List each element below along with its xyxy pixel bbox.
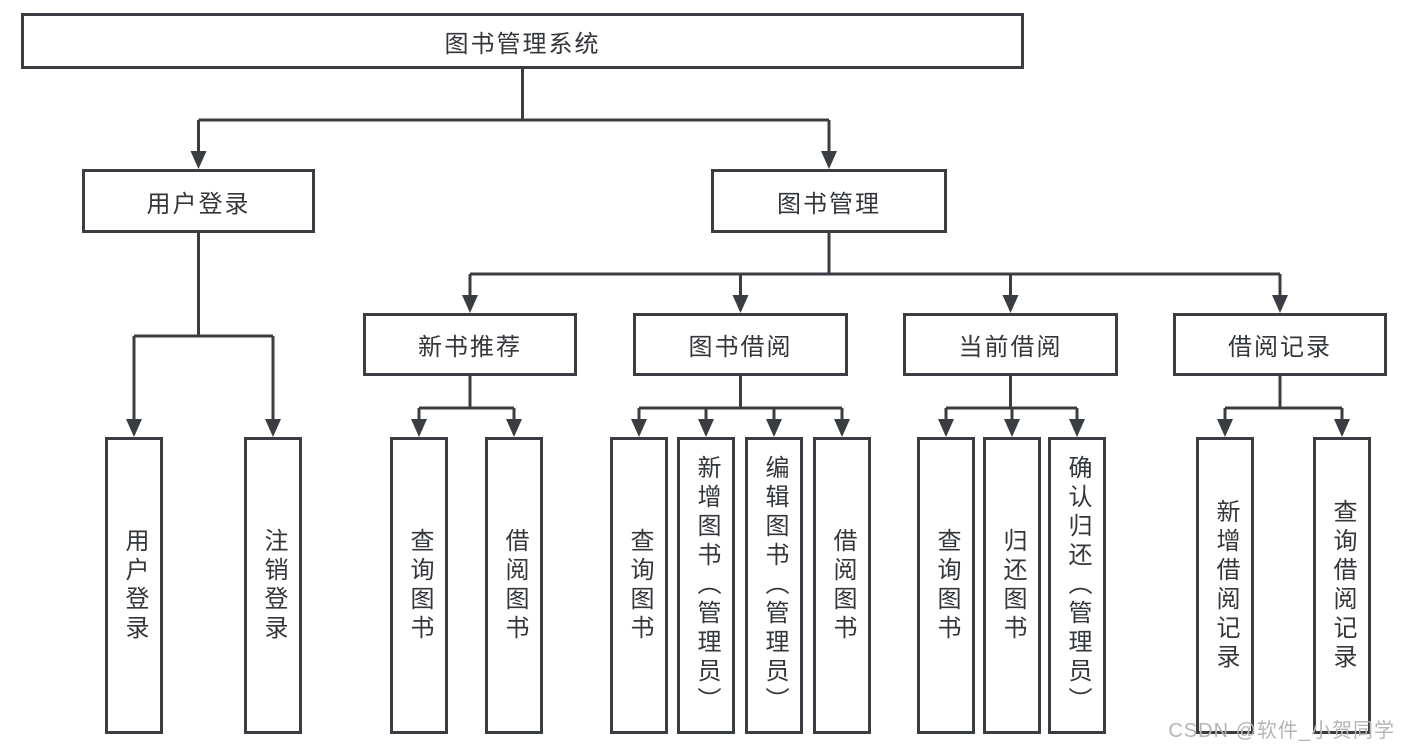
node-label: 借阅图书 — [829, 527, 856, 644]
node-book-management: 图书管理 — [711, 169, 947, 233]
leaf-query-borrow-record: 查询借阅记录 — [1313, 437, 1371, 734]
leaf-add-borrow-record: 新增借阅记录 — [1196, 437, 1254, 734]
node-label: 编辑图书（管理员） — [761, 455, 788, 716]
leaf-query-books-borrow: 查询图书 — [610, 437, 668, 734]
node-label: 确认归还（管理员） — [1064, 455, 1091, 716]
leaf-query-books-current: 查询图书 — [917, 437, 975, 734]
node-label: 图书管理 — [777, 190, 881, 218]
node-label: 新增借阅记录 — [1212, 498, 1239, 673]
node-label: 新增图书（管理员） — [693, 455, 720, 716]
leaf-return-book: 归还图书 — [983, 437, 1041, 734]
node-label: 图书管理系统 — [444, 30, 601, 58]
csdn-watermark: CSDN @软件_小贺同学 — [1168, 720, 1395, 742]
leaf-borrow-books-recommend: 借阅图书 — [485, 437, 543, 734]
leaf-confirm-return-admin: 确认归还（管理员） — [1048, 437, 1106, 734]
leaf-logout: 注销登录 — [244, 437, 302, 734]
node-label: 归还图书 — [999, 527, 1026, 644]
leaf-add-book-admin: 新增图书（管理员） — [677, 437, 735, 734]
node-current-borrowing: 当前借阅 — [903, 313, 1118, 376]
node-library-management-system: 图书管理系统 — [21, 13, 1024, 69]
node-new-book-recommendation: 新书推荐 — [363, 313, 577, 376]
node-borrowing-records: 借阅记录 — [1173, 313, 1387, 376]
node-label: 查询借阅记录 — [1329, 498, 1356, 673]
leaf-user-login: 用户登录 — [105, 437, 163, 734]
node-label: 用户登录 — [146, 190, 251, 218]
node-label: 查询图书 — [626, 527, 653, 644]
node-label: 用户登录 — [121, 527, 148, 644]
node-book-borrowing: 图书借阅 — [633, 313, 848, 376]
node-user-login: 用户登录 — [82, 169, 315, 233]
leaf-edit-book-admin: 编辑图书（管理员） — [745, 437, 803, 734]
node-label: 查询图书 — [406, 527, 433, 644]
node-label: 图书借阅 — [688, 334, 793, 361]
node-label: 注销登录 — [260, 527, 287, 644]
node-label: 新书推荐 — [418, 334, 522, 361]
leaf-query-books-recommend: 查询图书 — [390, 437, 448, 734]
node-label: 查询图书 — [933, 527, 960, 644]
node-label: 借阅图书 — [501, 527, 528, 644]
node-label: 当前借阅 — [958, 334, 1063, 361]
leaf-borrow-books: 借阅图书 — [813, 437, 871, 734]
node-label: 借阅记录 — [1228, 334, 1332, 361]
